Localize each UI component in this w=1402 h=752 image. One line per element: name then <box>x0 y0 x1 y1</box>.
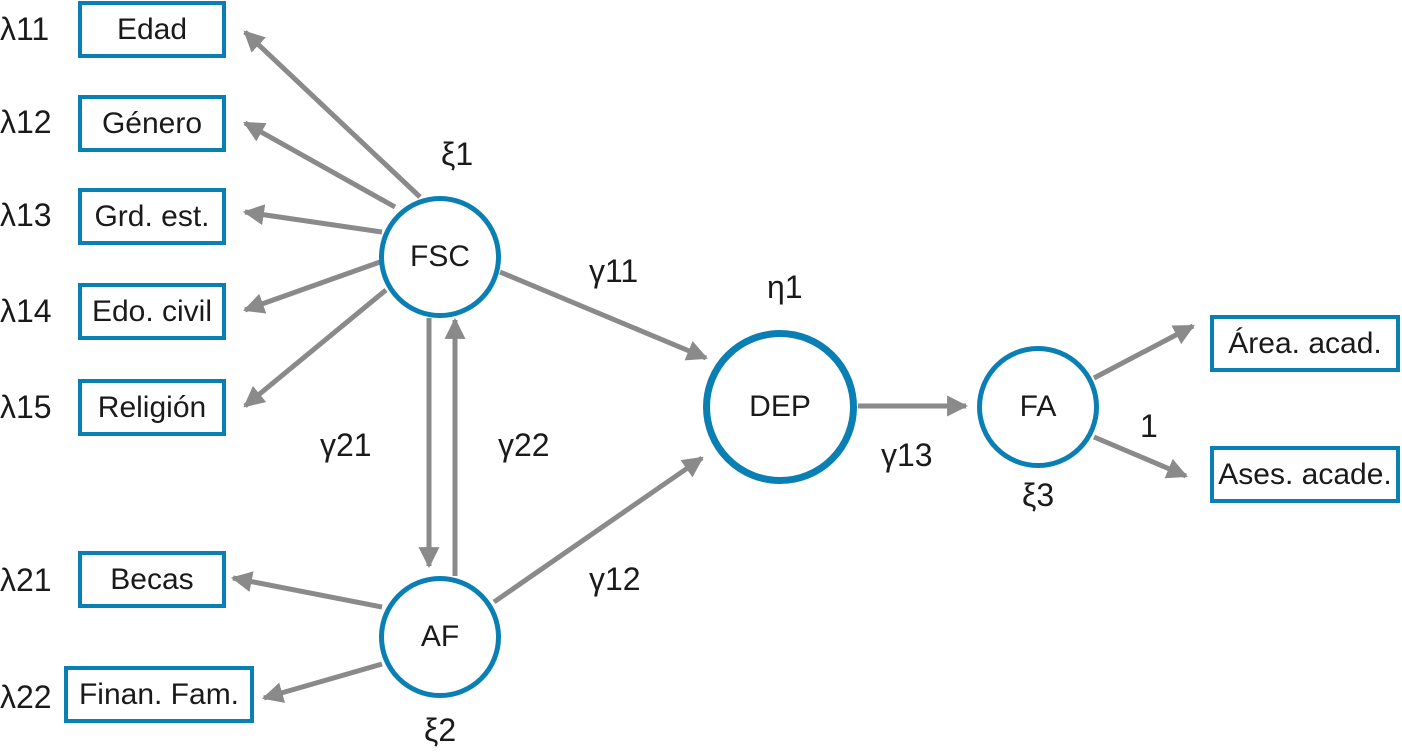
arrow-af-dep <box>492 455 704 605</box>
path-g22: γ22 <box>498 427 550 463</box>
arrow-fsc-religion <box>243 288 388 408</box>
indicator-edo-civil-label: Edo. civil <box>91 294 213 328</box>
arrow-fa-area-acad <box>1092 323 1195 381</box>
symbol-eta1: η1 <box>767 269 803 305</box>
indicator-becas-label: Becas <box>110 562 194 596</box>
indicator-area-acad: Área. acad. <box>1210 315 1400 372</box>
arrow-fsc-grd-est <box>242 204 383 235</box>
loading-l11: λ11 <box>0 11 50 47</box>
latent-fsc: FSC <box>379 196 501 318</box>
indicator-edad: Edad <box>78 1 226 58</box>
loading-l22: λ22 <box>0 679 52 715</box>
indicator-edo-civil: Edo. civil <box>78 283 226 340</box>
symbol-xi2: ξ2 <box>424 712 457 748</box>
indicator-genero: Género <box>78 95 226 152</box>
indicator-ases-acade-label: Ases. acade. <box>1218 457 1392 491</box>
loading-l12: λ12 <box>0 104 52 140</box>
path-g12: γ12 <box>589 561 641 597</box>
latent-fa: FA <box>977 346 1099 468</box>
indicator-becas: Becas <box>78 551 226 608</box>
indicator-finan-fam: Finan. Fam. <box>64 666 254 723</box>
symbol-xi3: ξ3 <box>1022 477 1055 513</box>
path-g21: γ21 <box>320 427 372 463</box>
arrow-af-finan-fam <box>261 661 383 703</box>
indicator-grd-est: Grd. est. <box>78 188 226 245</box>
indicator-finan-fam-label: Finan. Fam. <box>78 677 240 711</box>
indicator-genero-label: Género <box>101 106 203 140</box>
arrow-fsc-edad <box>243 30 422 199</box>
symbol-xi1: ξ1 <box>441 136 474 172</box>
loading-l13: λ13 <box>0 197 52 233</box>
indicator-edad-label: Edad <box>116 12 188 46</box>
latent-fa-label: FA <box>1019 390 1057 423</box>
path-g11: γ11 <box>589 253 639 289</box>
arrow-fsc-dep <box>499 269 708 361</box>
indicator-religion-label: Religión <box>97 390 207 424</box>
loading-l15: λ15 <box>0 389 52 425</box>
path-one: 1 <box>1140 408 1158 444</box>
arrow-fa-ases-acade <box>1093 434 1188 479</box>
latent-dep-label: DEP <box>749 390 811 423</box>
indicator-grd-est-label: Grd. est. <box>94 199 210 233</box>
latent-fsc-label: FSC <box>410 240 470 273</box>
arrow-fsc-edo-civil <box>243 259 381 314</box>
indicator-religion: Religión <box>78 379 226 436</box>
loading-l14: λ14 <box>0 293 52 329</box>
latent-dep: DEP <box>703 330 857 484</box>
latent-af: AF <box>379 576 501 698</box>
indicator-area-acad-label: Área. acad. <box>1228 326 1382 360</box>
arrow-fsc-genero <box>243 120 397 210</box>
arrow-af-becas <box>230 571 383 610</box>
path-g13: γ13 <box>881 437 933 473</box>
latent-af-label: AF <box>420 620 460 653</box>
indicator-ases-acade: Ases. acade. <box>1210 446 1400 503</box>
loading-l21: λ21 <box>0 562 52 598</box>
